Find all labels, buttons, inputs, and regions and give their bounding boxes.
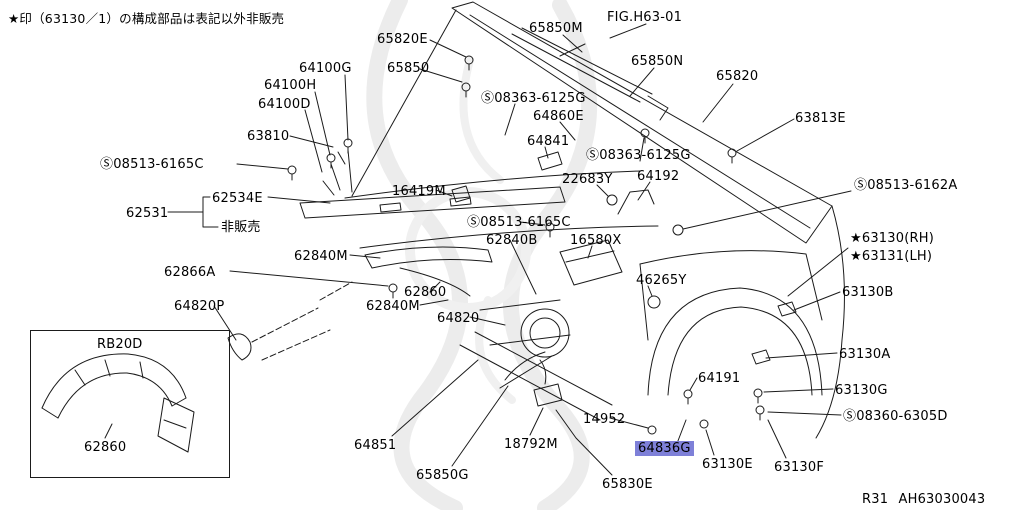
part-label-08360-6305d: Ⓢ08360-6305D [843, 409, 948, 424]
label-not-for-sale: 非販売 [221, 220, 261, 235]
part-label-62840m-1: 62840M [294, 249, 348, 264]
part-label-14952: 14952 [583, 412, 626, 427]
part-label-46265y: 46265Y [636, 273, 687, 288]
watermark [366, 0, 598, 510]
inset-box [30, 330, 230, 478]
part-label-63130b: 63130B [842, 285, 894, 300]
part-label-63813e: 63813E [795, 111, 846, 126]
part-label-08363-6125g-2: Ⓢ08363-6125G [586, 148, 691, 163]
part-label-63130e: 63130E [702, 457, 753, 472]
part-label-65820e: 65820E [377, 32, 428, 47]
part-label-65830e: 65830E [602, 477, 653, 492]
part-label-64841: 64841 [527, 134, 570, 149]
part-label-63131-lh: ★63131(LH) [850, 249, 933, 264]
part-label-64100d: 64100D [258, 97, 311, 112]
part-label-65820: 65820 [716, 69, 759, 84]
part-label-64820p: 64820P [174, 299, 225, 314]
footer-drawing-number: R31 AH63030043 [862, 492, 986, 507]
part-label-64192: 64192 [637, 169, 680, 184]
inset-engine-code: RB20D [97, 337, 143, 352]
part-label-16419m: 16419M [392, 184, 446, 199]
part-label-64100h: 64100H [264, 78, 317, 93]
part-label-63810: 63810 [247, 129, 290, 144]
part-label-65850: 65850 [387, 61, 430, 76]
part-label-63130f: 63130F [774, 460, 825, 475]
part-label-62840b: 62840B [486, 233, 538, 248]
part-label-08513-6165c-2: Ⓢ08513-6165C [467, 215, 571, 230]
part-label-62866a: 62866A [164, 265, 216, 280]
part-label-64100g: 64100G [299, 61, 352, 76]
part-label-63130a: 63130A [839, 347, 891, 362]
part-label-08513-6165c-1: Ⓢ08513-6165C [100, 157, 204, 172]
part-label-62860-main: 62860 [404, 285, 447, 300]
part-label-18792m: 18792M [504, 437, 558, 452]
part-label-64191: 64191 [698, 371, 741, 386]
part-label-64860e: 64860E [533, 109, 584, 124]
part-label-65850g: 65850G [416, 468, 469, 483]
part-label-62531: 62531 [126, 206, 169, 221]
part-label-63130g: 63130G [835, 383, 888, 398]
header-note: ★印（63130／1）の構成部品は表記以外非販売 [8, 11, 285, 26]
part-label-63130-rh: ★63130(RH) [850, 231, 934, 246]
part-label-65850m: 65850M [529, 21, 583, 36]
part-label-08363-6125g-1: Ⓢ08363-6125G [481, 91, 586, 106]
part-label-22683y: 22683Y [562, 172, 613, 187]
part-label-64836g-highlighted[interactable]: 64836G [635, 441, 694, 456]
part-label-65850n: 65850N [631, 54, 684, 69]
figure-reference: FIG.H63-01 [607, 10, 683, 25]
part-label-62860-inset: 62860 [84, 440, 127, 455]
part-label-64820: 64820 [437, 311, 480, 326]
part-label-62840m-2: 62840M [366, 299, 420, 314]
part-label-08513-6162a: Ⓢ08513-6162A [854, 178, 958, 193]
part-label-62534e: 62534E [212, 191, 263, 206]
part-label-64851: 64851 [354, 438, 397, 453]
part-label-16580x: 16580X [570, 233, 622, 248]
